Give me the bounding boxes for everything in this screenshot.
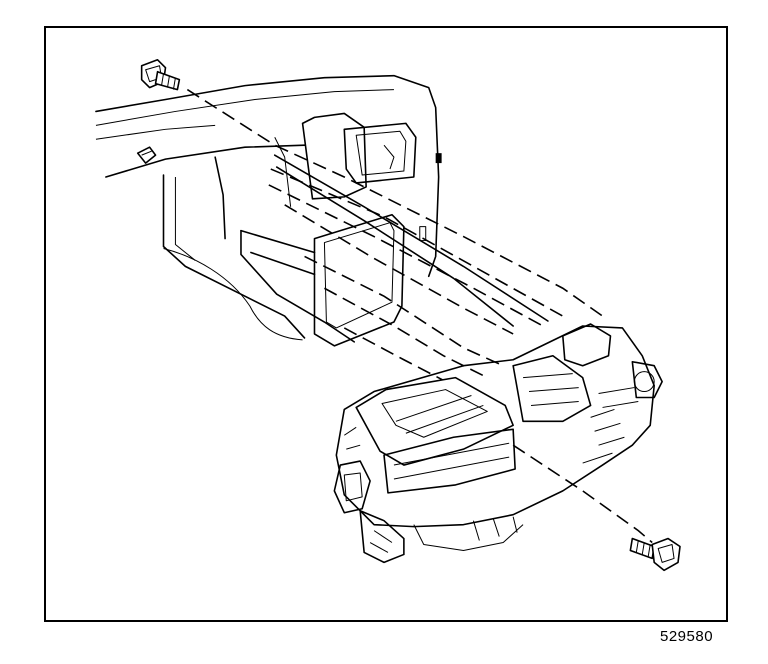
alignment-lines (186, 88, 653, 544)
diagram-frame (44, 26, 728, 622)
dash-panel (95, 74, 442, 341)
hvac-module (333, 323, 663, 564)
hvac-module-exploded-diagram (95, 58, 681, 572)
bolt-upper-left (140, 58, 181, 91)
bolt-lower-right (629, 537, 681, 572)
figure-id-label: 529580 (660, 628, 714, 645)
mounting-bracket (240, 213, 405, 347)
clip-left (136, 146, 157, 164)
